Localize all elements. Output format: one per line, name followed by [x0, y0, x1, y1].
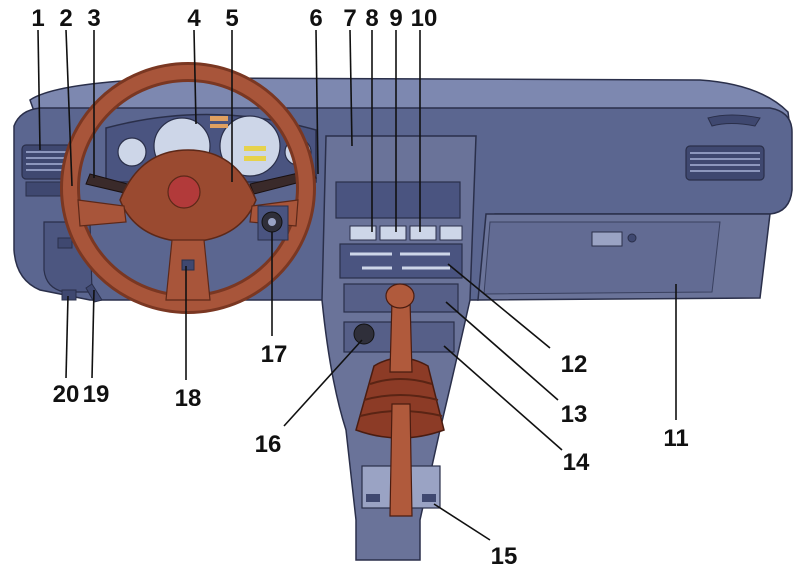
- center-console: [321, 135, 477, 561]
- callout-18: 18: [175, 385, 202, 412]
- callout-17: 17: [261, 341, 288, 368]
- air-vent-right: [685, 145, 765, 181]
- callout-labels: 1 2 3 4 5 6 7 8 9 10 11 12 13 14 15 16 1…: [31, 5, 688, 570]
- gear-lever: [389, 299, 413, 373]
- heater-control-panel: [339, 243, 463, 279]
- callout-2: 2: [59, 5, 72, 32]
- radio-slot: [335, 181, 461, 219]
- callout-20: 20: [53, 381, 80, 408]
- gear-knob: [385, 283, 415, 309]
- callout-12: 12: [561, 351, 588, 378]
- callout-16: 16: [255, 431, 282, 458]
- callout-14: 14: [563, 449, 590, 476]
- lower-left-switch: [57, 237, 73, 249]
- parking-brake-lever: [389, 403, 413, 517]
- glove-box-latch: [591, 231, 623, 247]
- callout-15: 15: [491, 543, 518, 570]
- column-lower-switch: [181, 259, 195, 271]
- callout-8: 8: [365, 5, 378, 32]
- callout-9: 9: [389, 5, 402, 32]
- callout-19: 19: [83, 381, 110, 408]
- glove-box: [477, 213, 771, 301]
- console-button-row: [349, 225, 463, 241]
- callout-13: 13: [561, 401, 588, 428]
- callout-1: 1: [31, 5, 44, 32]
- cigarette-lighter: [353, 323, 375, 345]
- gauge-left: [117, 137, 147, 167]
- callout-7: 7: [343, 5, 356, 32]
- switch-block-left: [25, 181, 63, 197]
- leader-lines: [37, 29, 677, 541]
- callout-11: 11: [663, 425, 688, 452]
- ignition-switch: [257, 205, 289, 241]
- horn-emblem: [167, 175, 201, 209]
- callout-3: 3: [87, 5, 100, 32]
- callout-5: 5: [225, 5, 238, 32]
- glove-box-lock: [627, 233, 637, 243]
- callout-6: 6: [309, 5, 322, 32]
- callout-10: 10: [411, 5, 438, 32]
- callout-4: 4: [187, 5, 201, 32]
- steering-wheel: [60, 62, 316, 314]
